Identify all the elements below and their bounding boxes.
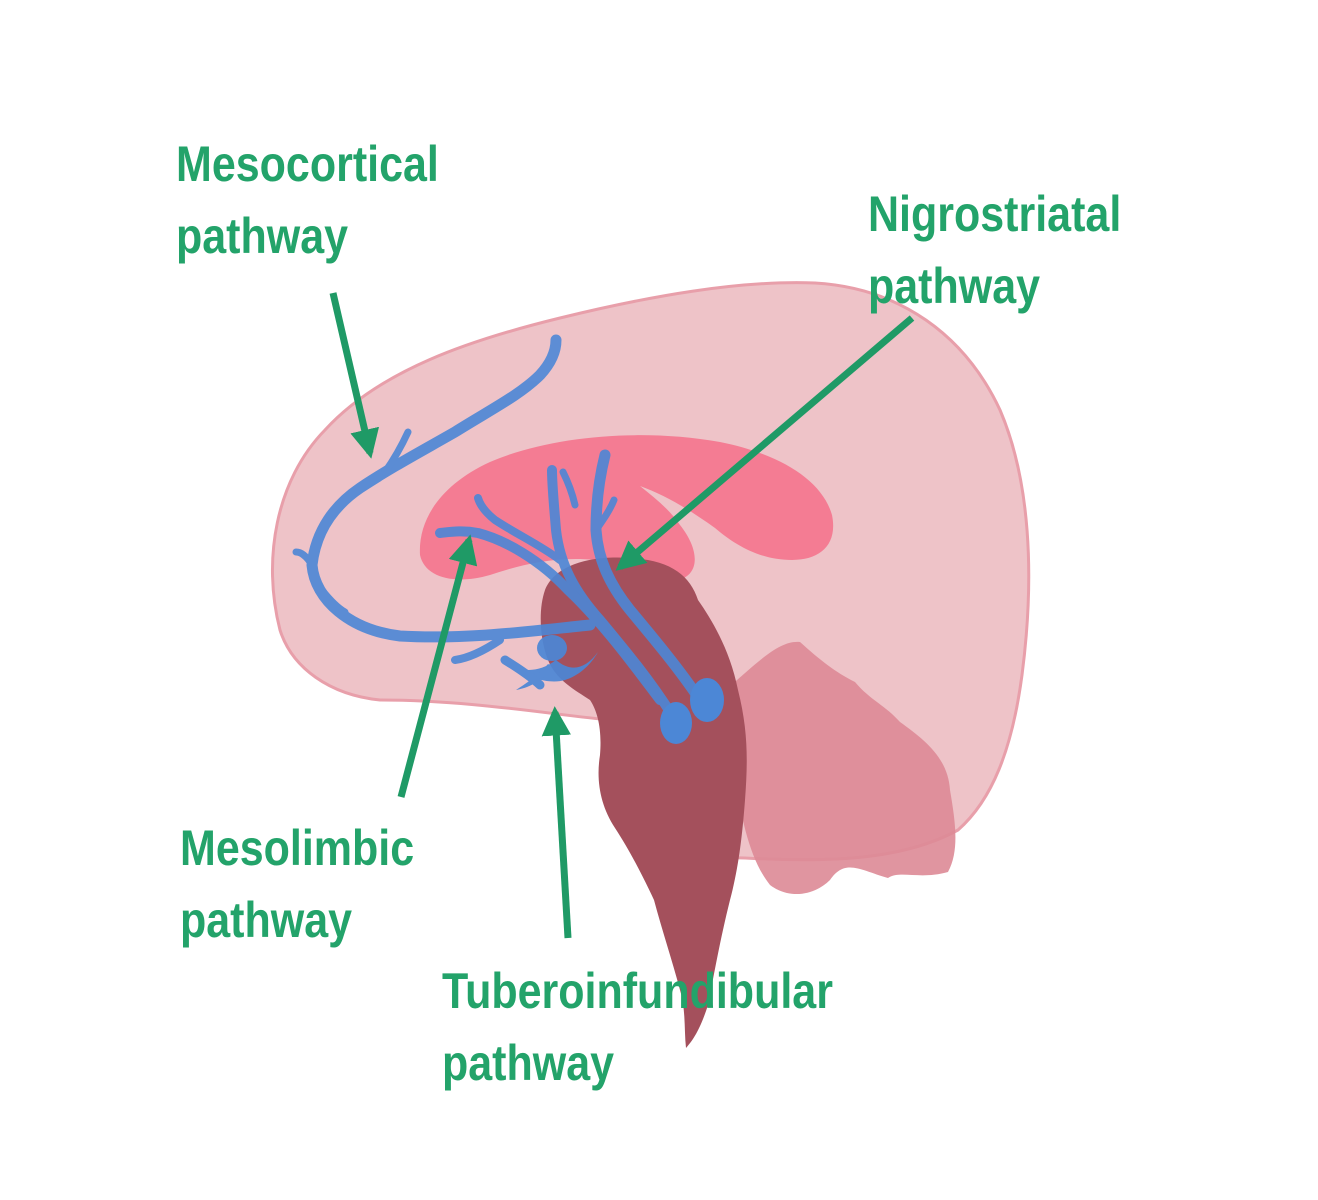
cerebellum [728,641,956,895]
mesolimbic-label: Mesolimbic pathway [180,812,414,956]
mesolimbic-tract [435,526,665,705]
tuberoinfundibular-arrow [541,706,572,939]
mesolimbic-label-line2: pathway [180,892,353,948]
mesocortical-arrow [329,292,380,459]
mesolimbic-branch-1 [474,494,564,564]
mesocortical-branch-3 [318,586,349,616]
tuberoinfundibular-label-line1: Tuberoinfundibular [442,963,833,1019]
mesocortical-label-line2: pathway [176,208,349,264]
nigrostriatal-branch-2 [592,496,618,534]
mesocortical-label: Mesocortical pathway [176,128,439,272]
nigrostriatal-tract [590,449,706,706]
nigrostriatal-label: Nigrostriatal pathway [868,178,1121,322]
mesocortical-branch-4 [451,636,504,664]
tuberoinfundibular-label-line2: pathway [442,1035,615,1091]
nigrostriatal-branch-1 [559,468,579,509]
mesolimbic-label-line1: Mesolimbic [180,820,415,876]
mesocortical-tract [306,334,596,643]
mesocortical-branch-1 [381,428,412,476]
brainstem [540,557,747,1048]
neuron-cluster-2 [660,702,692,744]
mesolimbic-arrow [397,534,478,798]
mesocortical-branch-2 [292,548,316,569]
nigrostriatal-label-line1: Nigrostriatal [868,186,1122,242]
tuberoinfundibular-structure [500,635,598,690]
mesocortical-label-line1: Mesocortical [176,136,439,192]
tuberoinfundibular-label: Tuberoinfundibular pathway [442,955,833,1099]
dopamine-pathways [292,334,706,720]
neuron-cluster-1 [690,678,724,722]
nigrostriatal-arrow [615,315,915,571]
pointer-arrows [329,292,915,939]
nigrostriatal-label-line2: pathway [868,258,1041,314]
